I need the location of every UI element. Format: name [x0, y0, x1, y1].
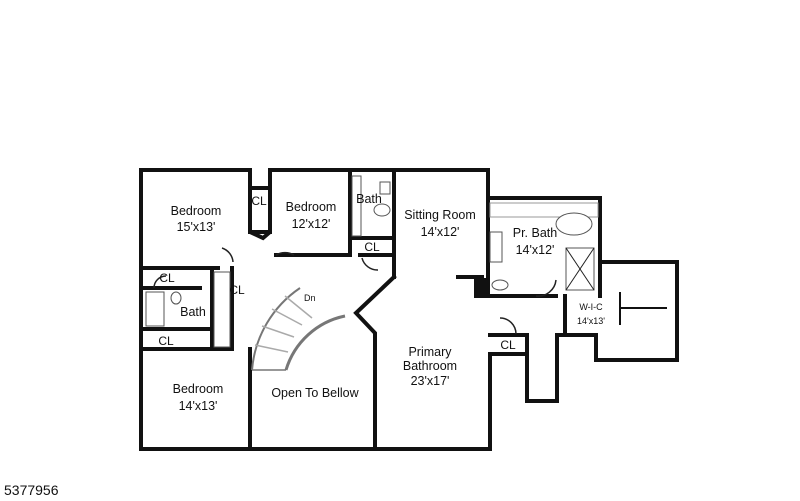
room-name-bedroom-2: Bedroom: [286, 200, 337, 214]
stair-label: Dn: [304, 293, 316, 303]
fixtures: [145, 175, 599, 348]
room-size-pr-bath: 14'x12': [516, 243, 555, 257]
room-name-open-to-below: Open To Bellow: [271, 386, 359, 400]
closet-label-3: CL: [159, 271, 175, 285]
doors: [153, 247, 557, 335]
room-name-primary-bathroom-1: Primary: [408, 345, 452, 359]
room-name-pr-bath: Pr. Bath: [513, 226, 558, 240]
room-name-sitting-room: Sitting Room: [404, 208, 476, 222]
curved-staircase: Dn: [251, 287, 346, 371]
room-size-bedroom-2: 12'x12': [292, 217, 331, 231]
room-size-bedroom-3: 14'x13': [179, 399, 218, 413]
listing-id: 5377956: [4, 482, 59, 498]
closet-label-5: CL: [158, 334, 174, 348]
exterior-wall: [139, 168, 679, 451]
room-size-wic: 14'x13': [577, 316, 605, 326]
room-name-wic: W-I-C: [579, 302, 603, 312]
room-name-bedroom-3: Bedroom: [173, 382, 224, 396]
room-size-primary-bathroom: 23'x17': [411, 374, 450, 388]
room-name-bedroom-1: Bedroom: [171, 204, 222, 218]
closet-label-6: CL: [500, 338, 516, 352]
room-name-primary-bathroom-2: Bathroom: [403, 359, 457, 373]
room-size-bedroom-1: 15'x13': [177, 220, 216, 234]
closet-label-1: CL: [251, 194, 267, 208]
closet-label-2: CL: [364, 240, 380, 254]
room-name-bath-1: Bath: [356, 192, 382, 206]
room-size-sitting-room: 14'x12': [421, 225, 460, 239]
room-name-bath-2: Bath: [180, 305, 206, 319]
closet-label-4: CL: [229, 283, 245, 297]
